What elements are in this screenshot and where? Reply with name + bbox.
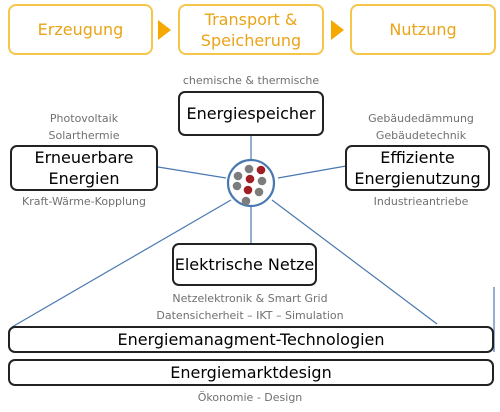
molecule-cluster-icon — [232, 164, 267, 206]
flow-arrow-2 — [331, 20, 344, 40]
energiemanagement-box: Energiemanagment-Technologien — [8, 326, 494, 353]
effiziente-label-line2: Energienutzung — [354, 169, 481, 188]
flow-step-nutzung-label: Nutzung — [389, 20, 457, 39]
erneuerbare-label-line2: Energien — [48, 169, 120, 188]
erneuerbare-energien-box: Erneuerbare Energien — [10, 145, 158, 191]
netze-note-2: Datensicherheit – IKT – Simulation — [156, 309, 344, 322]
speicher-note: chemische & thermische — [182, 74, 320, 87]
energiespeicher-label: Energiespeicher — [186, 104, 316, 123]
elektrische-netze-box: Elektrische Netze — [172, 243, 317, 286]
effiziente-energienutzung-box: Effiziente Energienutzung — [345, 145, 490, 191]
markt-note: Ökonomie - Design — [197, 391, 303, 404]
erneuerbare-label-line1: Erneuerbare — [34, 148, 134, 167]
connector-right-diagonal — [271, 199, 438, 325]
erneuerbare-note-top1: Photovoltaik — [49, 112, 119, 125]
flow-step-transport-line1: Transport & — [204, 9, 298, 29]
energiemarktdesign-box: Energiemarktdesign — [8, 359, 494, 386]
connector-effiziente — [277, 165, 347, 179]
effiziente-note-bottom: Industrieantriebe — [373, 195, 469, 208]
flow-step-nutzung: Nutzung — [350, 4, 496, 55]
flow-arrow-1 — [158, 20, 171, 40]
effiziente-label-line1: Effiziente — [380, 148, 455, 167]
flow-step-erzeugung-label: Erzeugung — [37, 20, 124, 39]
effiziente-note-top1: Gebäudedämmung — [368, 112, 474, 125]
flow-step-transport: Transport & Speicherung — [178, 4, 324, 55]
elektrische-netze-label: Elektrische Netze — [174, 255, 315, 274]
erneuerbare-note-top: Photovoltaik Solarthermie — [14, 110, 154, 144]
energiemanagement-label: Energiemanagment-Technologien — [117, 330, 385, 349]
flow-step-erzeugung: Erzeugung — [8, 4, 153, 55]
netze-note-1: Netzelektronik & Smart Grid — [172, 292, 328, 305]
erneuerbare-note-bottom: Kraft-Wärme-Kopplung — [21, 195, 147, 208]
energiespeicher-box: Energiespeicher — [178, 91, 324, 136]
connector-left-diagonal — [11, 199, 232, 328]
effiziente-note-top: Gebäudedämmung Gebäudetechnik — [346, 110, 496, 144]
connector-erneuerbare — [157, 166, 227, 179]
erneuerbare-note-top2: Solarthermie — [48, 129, 120, 142]
flow-step-transport-line2: Speicherung — [200, 30, 302, 50]
effiziente-note-top2: Gebäudetechnik — [375, 129, 467, 142]
energiemarktdesign-label: Energiemarktdesign — [170, 363, 332, 382]
